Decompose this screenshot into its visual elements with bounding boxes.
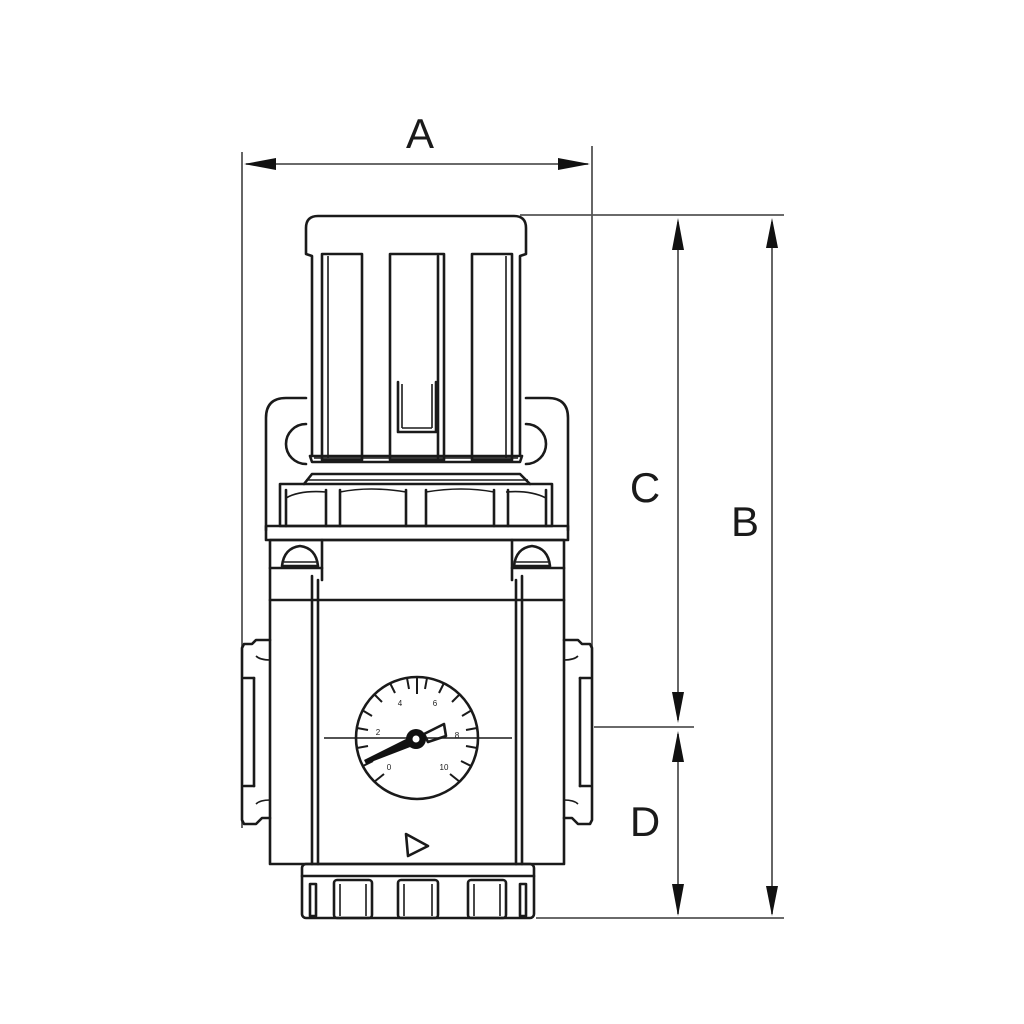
gauge-label-10: 10 <box>440 763 449 772</box>
ring-notch-2 <box>396 878 440 920</box>
gauge-needle-tail <box>422 722 448 744</box>
label-c: C <box>630 464 660 511</box>
arrow-down-icon <box>672 884 684 916</box>
ring-notch-3 <box>466 878 508 920</box>
screw-head-left <box>280 544 320 568</box>
bracket-hole-left <box>284 422 308 466</box>
knob-rib-center <box>388 252 446 462</box>
bracket-right <box>524 396 570 532</box>
panel-nut <box>264 472 570 542</box>
label-b: B <box>731 498 759 545</box>
gauge-label-4: 4 <box>398 699 403 708</box>
arrow-up-icon <box>672 218 684 250</box>
adjustment-knob <box>304 214 528 464</box>
knob-rib-right <box>470 252 514 462</box>
pressure-gauge: 0 2 4 6 8 10 <box>324 675 512 801</box>
gauge-label-6: 6 <box>433 699 438 708</box>
dimension-d: D <box>630 731 684 916</box>
knob-slot <box>396 380 438 434</box>
gauge-label-8: 8 <box>455 731 460 740</box>
body-outline <box>268 538 566 866</box>
port-right <box>562 638 594 826</box>
gauge-needle <box>364 736 418 764</box>
knob-rib-left <box>320 252 364 462</box>
hex-nut-body <box>278 482 554 528</box>
gauge-label-0: 0 <box>387 763 392 772</box>
bonnet-flange <box>264 524 570 542</box>
regulator-body <box>268 538 566 866</box>
bracket-hole-right <box>524 422 548 466</box>
label-a: A <box>406 110 434 157</box>
arrow-up-icon <box>766 218 778 248</box>
gauge-label-2: 2 <box>376 728 381 737</box>
bracket-left <box>264 396 308 532</box>
gauge-ticks <box>356 677 478 783</box>
arrow-down-icon <box>766 886 778 916</box>
knob-body <box>304 214 528 458</box>
dimension-b: B <box>731 218 778 916</box>
arrow-right-icon <box>558 158 590 170</box>
label-d: D <box>630 798 660 845</box>
arrow-left-icon <box>244 158 276 170</box>
dimension-c: C <box>630 218 684 723</box>
arrow-down-icon <box>672 692 684 723</box>
bottom-ring <box>300 862 536 920</box>
mounting-bracket <box>264 396 570 532</box>
screw-head-right <box>512 544 552 568</box>
dimension-a: A <box>241 110 593 828</box>
arrow-up-icon <box>672 731 684 762</box>
port-left <box>240 638 272 826</box>
ring-notch-1 <box>332 878 374 920</box>
flow-direction-arrow-icon <box>404 832 430 858</box>
